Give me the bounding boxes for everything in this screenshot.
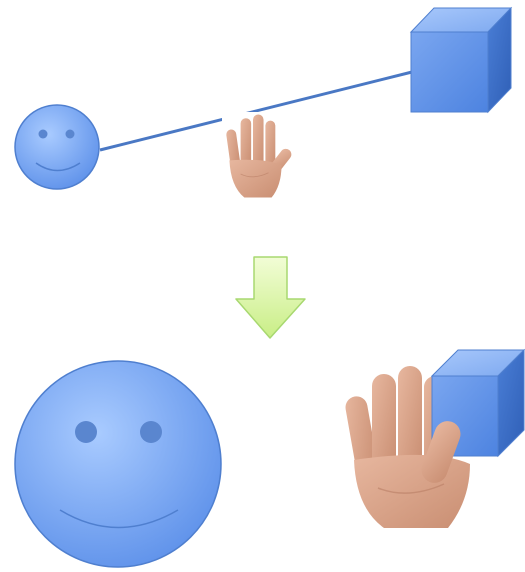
connecting-line <box>99 70 413 152</box>
smiley-face-icon <box>14 104 100 190</box>
smiley-face-icon <box>14 360 222 568</box>
open-hand-icon <box>222 112 294 199</box>
bottom-scene <box>14 348 525 568</box>
arrow-down-icon <box>235 256 306 339</box>
top-scene <box>14 6 513 199</box>
hand-thumb <box>421 421 461 483</box>
cube-icon <box>409 6 513 114</box>
